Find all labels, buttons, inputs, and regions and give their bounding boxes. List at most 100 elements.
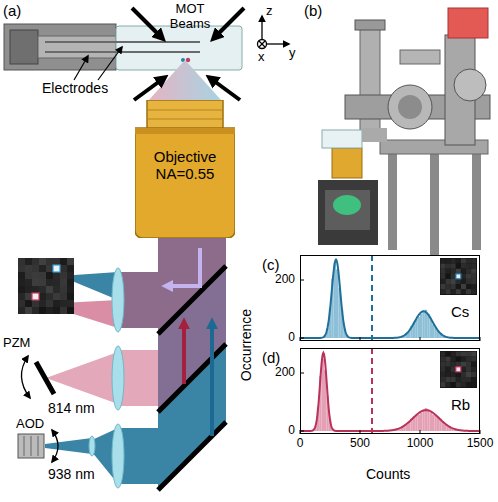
tick-label: 1000 <box>400 437 440 451</box>
histogram-bar <box>418 317 420 338</box>
noise-pixel <box>60 272 67 279</box>
aod-stripe <box>38 436 39 456</box>
noise-pixel <box>446 357 451 362</box>
noise-pixel <box>471 362 476 367</box>
tick-label: 500 <box>340 437 380 451</box>
noise-pixel <box>18 293 25 300</box>
pump-magnet <box>448 8 488 38</box>
noise-pixel <box>441 372 446 377</box>
into-page-symbol <box>259 41 265 47</box>
mirror <box>158 266 226 334</box>
noise-pixel <box>46 286 53 293</box>
noise-pixel <box>466 289 471 294</box>
atom-pixel <box>32 293 39 300</box>
axis-arrow <box>267 43 289 44</box>
noise-pixel <box>18 300 25 307</box>
objective-body <box>135 128 235 238</box>
noise-pixel <box>39 293 46 300</box>
noise-pixel <box>451 274 456 279</box>
noise-pixel <box>466 284 471 289</box>
noise-pixel <box>441 357 446 362</box>
histogram-bar <box>432 324 434 338</box>
noise-pixel <box>461 269 466 274</box>
noise-pixel <box>456 352 461 357</box>
lenses <box>89 268 124 488</box>
noise-pixel <box>461 372 466 377</box>
noise-pixel <box>461 377 466 382</box>
noise-pixel <box>32 286 39 293</box>
beam-path <box>42 238 226 490</box>
noise-pixel <box>67 272 74 279</box>
focus-cone <box>42 300 118 328</box>
noise-pixel <box>25 286 32 293</box>
noise-pixel <box>46 300 53 307</box>
panel-label: (d) <box>262 349 280 366</box>
connector-tube <box>362 128 387 142</box>
noise-pixel <box>461 367 466 372</box>
noise-pixel <box>456 264 461 269</box>
noise-pixel <box>446 372 451 377</box>
noise-pixel <box>441 279 446 284</box>
aod-stripe <box>31 436 32 456</box>
noise-pixel <box>446 264 451 269</box>
noise-pixel <box>446 274 451 279</box>
lens <box>112 346 124 410</box>
axis-arrow <box>261 16 262 39</box>
noise-pixel <box>456 269 461 274</box>
apparatus-render <box>318 8 490 255</box>
noise-pixel <box>446 352 451 357</box>
objective-render <box>332 148 362 178</box>
noise-pixel <box>451 279 456 284</box>
noise-pixel <box>441 289 446 294</box>
noise-pixel <box>53 293 60 300</box>
noise-pixel <box>441 264 446 269</box>
tick-label: 0 <box>265 331 295 345</box>
objective-label: Objective NA=0.55 <box>135 148 235 183</box>
threshold-line <box>371 255 373 341</box>
noise-pixel <box>46 307 53 314</box>
histogram-bar <box>418 415 420 431</box>
noise-pixel <box>466 264 471 269</box>
noise-pixel <box>461 279 466 284</box>
noise-pixel <box>471 259 476 264</box>
noise-pixel <box>466 259 471 264</box>
green-glow <box>333 195 361 215</box>
noise-pixel <box>39 307 46 314</box>
inset-image <box>440 258 477 295</box>
noise-pixel <box>32 279 39 286</box>
mirrors <box>36 266 226 490</box>
atom-pixel <box>53 265 60 272</box>
steer-arrow <box>52 430 58 462</box>
noise-pixel <box>451 362 456 367</box>
noise-pixel <box>461 264 466 269</box>
noise-pixel <box>25 307 32 314</box>
noise-pixel <box>456 367 461 372</box>
tilt-arrow <box>21 356 30 398</box>
noise-pixel <box>461 357 466 362</box>
panel-label: (a) <box>3 2 21 19</box>
objective-mount <box>325 190 370 230</box>
noise-pixel <box>60 307 67 314</box>
noise-pixel <box>25 258 32 265</box>
noise-pixel <box>18 286 25 293</box>
noise-pixel <box>441 269 446 274</box>
noise-pixel <box>67 293 74 300</box>
support-leg <box>472 150 481 250</box>
lens <box>112 424 124 488</box>
histogram-bars <box>310 262 476 338</box>
noise-pixel <box>461 352 466 357</box>
noise-pixel <box>451 269 456 274</box>
noise-pixel <box>32 293 39 300</box>
noise-pixel <box>67 307 74 314</box>
noise-pixel <box>456 274 461 279</box>
flange <box>355 20 385 30</box>
noise-pixel <box>451 382 456 387</box>
histogram-bar <box>415 415 417 431</box>
noise-pixel <box>446 289 451 294</box>
camera-image <box>18 258 74 314</box>
noise-pixel <box>451 372 456 377</box>
noise-pixel <box>25 265 32 272</box>
histogram-panel: Rb <box>300 348 480 434</box>
into-page-symbol <box>259 41 265 47</box>
